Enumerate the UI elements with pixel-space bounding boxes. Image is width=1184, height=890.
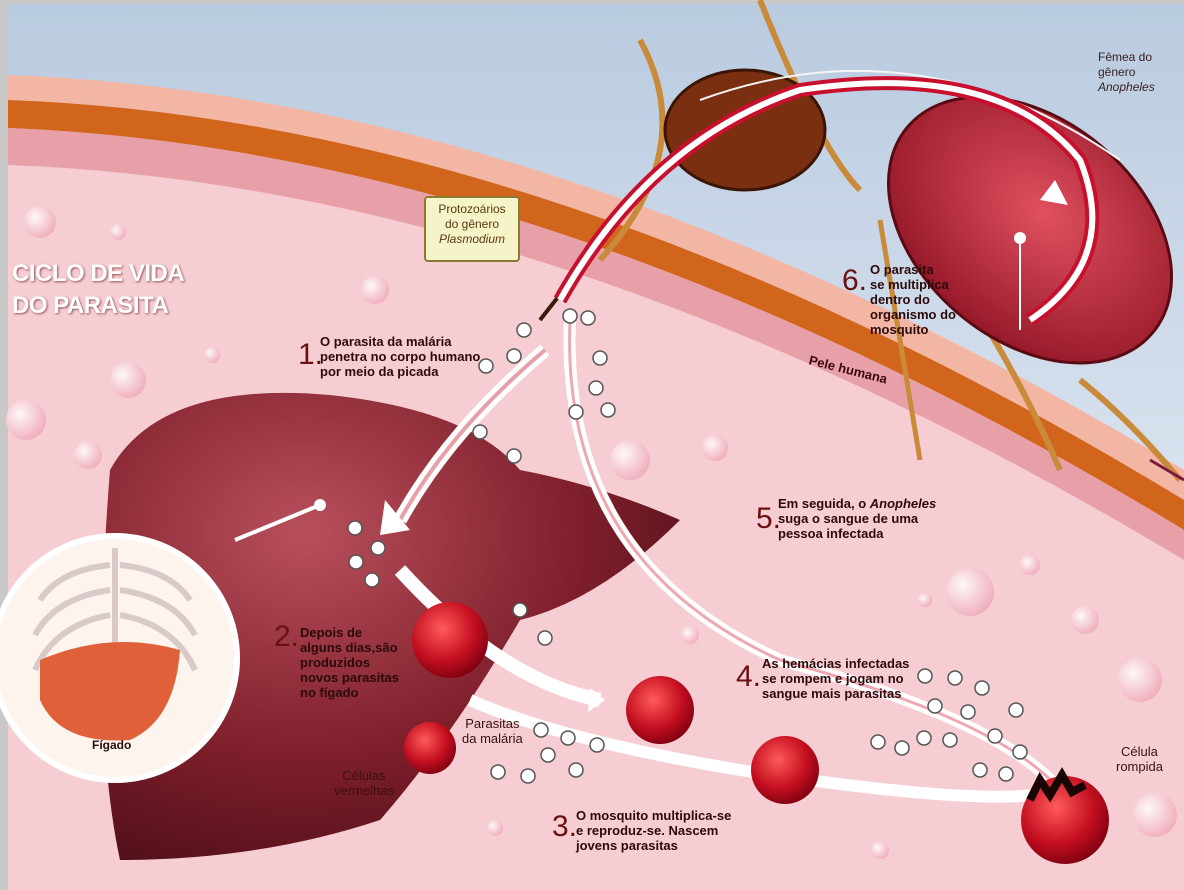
step-2-number: 2.	[274, 622, 299, 652]
ruptured-label-line: rompida	[1116, 759, 1163, 774]
step-5-prefix: Em seguida, o	[778, 496, 870, 511]
step-2-line: Depois de	[300, 625, 399, 640]
step-6-line: organismo do	[870, 307, 956, 322]
step-5-line: pessoa infectada	[778, 526, 936, 541]
parasites-label: Parasitas da malária	[462, 716, 523, 746]
red-cells-label-line: Células	[334, 768, 394, 783]
step-6-line: dentro do	[870, 292, 956, 307]
step-6-line: mosquito	[870, 322, 956, 337]
callout-line-2: do gênero	[426, 217, 518, 232]
title-line-2: DO PARASITA	[12, 290, 184, 322]
step-6-text: O parasita se multiplica dentro do organ…	[870, 262, 956, 337]
ruptured-label-line: Célula	[1116, 744, 1163, 759]
red-cells-label: Células vermelhas	[334, 768, 394, 798]
step-1-line: O parasita da malária	[320, 334, 480, 349]
step-6-line: se multiplica	[870, 277, 956, 292]
callout-line-1: Protozoários	[426, 202, 518, 217]
step-3-line: O mosquito multiplica-se	[576, 808, 731, 823]
step-2-line: novos parasitas	[300, 670, 399, 685]
step-1-line: penetra no corpo humano	[320, 349, 480, 364]
parasites-label-line: da malária	[462, 731, 523, 746]
step-3-line: e reproduz-se. Nascem	[576, 823, 731, 838]
step-1-line: por meio da picada	[320, 364, 480, 379]
callout-line-3: Plasmodium	[439, 232, 505, 246]
step-5-text: Em seguida, o Anopheles suga o sangue de…	[778, 496, 936, 541]
parasites-label-line: Parasitas	[462, 716, 523, 731]
step-4-line: As hemácias infectadas	[762, 656, 909, 671]
step-2-text: Depois de alguns dias,são produzidos nov…	[300, 625, 399, 700]
step-6-line: O parasita	[870, 262, 956, 277]
step-6-number: 6.	[842, 266, 867, 296]
step-4-line: se rompem e jogam no	[762, 671, 909, 686]
step-3-number: 3.	[552, 812, 577, 842]
step-2-line: no fígado	[300, 685, 399, 700]
step-3-text: O mosquito multiplica-se e reproduz-se. …	[576, 808, 731, 853]
step-2-line: alguns dias,são	[300, 640, 399, 655]
step-5-italic: Anopheles	[870, 496, 936, 511]
red-cells-label-line: vermelhas	[334, 783, 394, 798]
female-line-1: Fêmea do	[1098, 50, 1155, 65]
step-1-text: O parasita da malária penetra no corpo h…	[320, 334, 480, 379]
step-4-line: sangue mais parasitas	[762, 686, 909, 701]
female-line-2: gênero	[1098, 65, 1155, 80]
ruptured-cell-label: Célula rompida	[1116, 744, 1163, 774]
step-4-text: As hemácias infectadas se rompem e jogam…	[762, 656, 909, 701]
protozoa-callout: Protozoários do gênero Plasmodium	[424, 196, 520, 262]
diagram-title: CICLO DE VIDA DO PARASITA	[12, 258, 184, 322]
liver-label: Fígado	[92, 738, 131, 753]
step-2-line: produzidos	[300, 655, 399, 670]
title-line-1: CICLO DE VIDA	[12, 258, 184, 290]
female-mosquito-label: Fêmea do gênero Anopheles	[1098, 50, 1155, 95]
step-3-line: jovens parasitas	[576, 838, 731, 853]
step-4-number: 4.	[736, 662, 761, 692]
step-5-line: suga o sangue de uma	[778, 511, 936, 526]
female-line-3: Anopheles	[1098, 80, 1155, 94]
